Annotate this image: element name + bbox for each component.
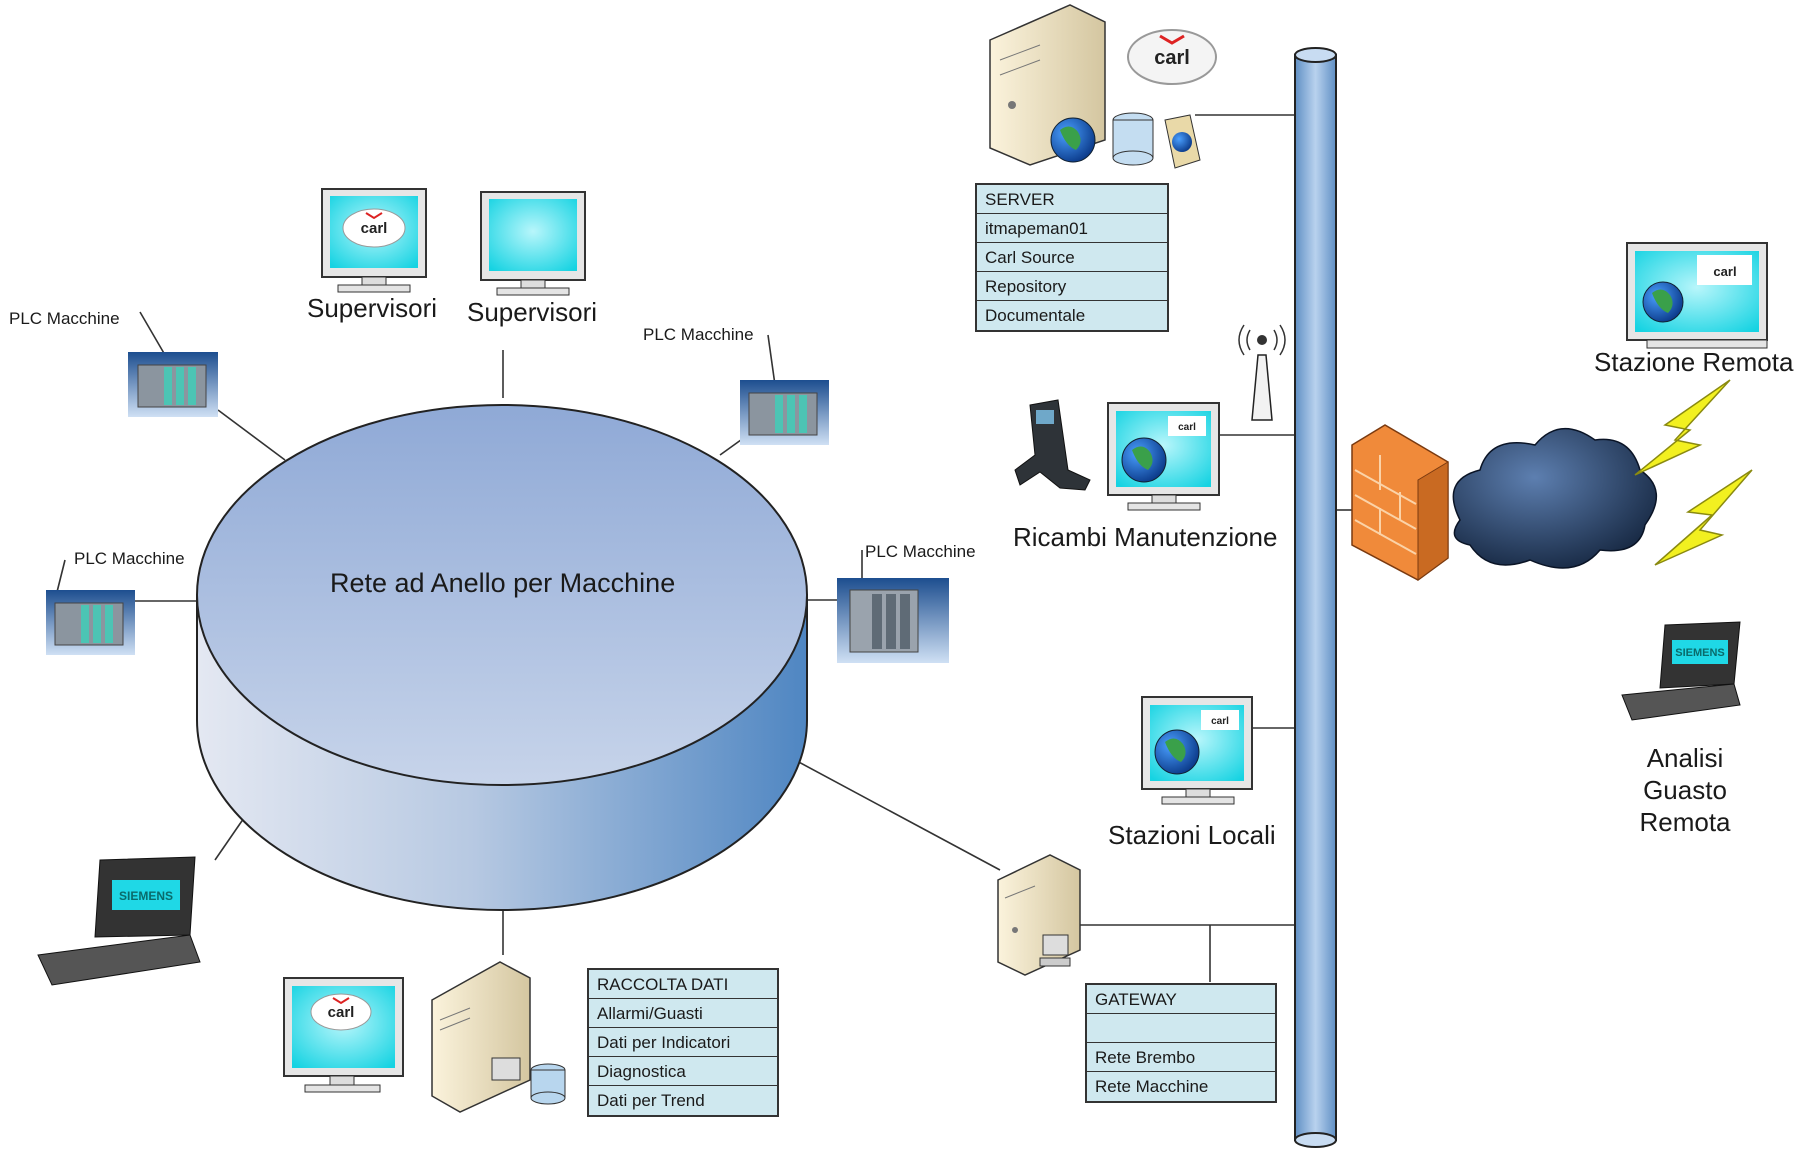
ring-network — [196, 404, 808, 911]
firewall-icon — [1351, 424, 1449, 581]
gateway-table: GATEWAY Rete Brembo Rete Macchine — [1085, 983, 1277, 1103]
handheld-scanner-icon — [1014, 399, 1091, 491]
line-plc-callout-2 — [56, 559, 66, 593]
ricambi-manutenzione-label: Ricambi Manutenzione — [1013, 522, 1278, 552]
plc-device-1 — [128, 352, 218, 417]
supervisor-label-1: Supervisori — [307, 293, 438, 323]
carl-logo-server: carl — [1127, 29, 1217, 85]
internet-cloud-icon — [1452, 427, 1658, 569]
server-table: SERVER itmapeman01 Carl Source Repositor… — [975, 183, 1169, 332]
line-laptop — [214, 814, 247, 861]
analisi-line: Analisi — [1646, 743, 1724, 773]
svg-text:carl: carl — [361, 220, 388, 237]
plc-label-1: PLC Macchine — [9, 309, 120, 328]
raccolta-table-row: Dati per Trend — [597, 1091, 705, 1110]
stazioni-locali-monitor: carl — [1141, 696, 1253, 805]
svg-text:carl: carl — [1211, 716, 1229, 727]
line-plc-callout-3 — [767, 334, 776, 386]
analisi-guasto-remota-label: Analisi Guasto Remota — [1620, 742, 1750, 838]
server-table-row: Documentale — [985, 306, 1086, 325]
gateway-table-row — [1087, 1014, 1275, 1043]
raccolta-table-row: Allarmi/Guasti — [589, 999, 777, 1028]
lightning-icon-2 — [1654, 469, 1753, 566]
line-plc-1 — [217, 409, 286, 461]
carl-logo — [342, 208, 406, 248]
ring-network-label: Rete ad Anello per Macchine — [330, 568, 676, 598]
svg-text:carl: carl — [328, 1004, 355, 1021]
gateway-server — [997, 854, 1081, 976]
svg-text:carl: carl — [1154, 47, 1190, 69]
plc-device-4 — [837, 578, 949, 663]
analisi-line: Remota — [1639, 807, 1731, 837]
siemens-laptop-left: SIEMENS — [37, 856, 201, 986]
analisi-line: Guasto — [1643, 775, 1727, 805]
svg-text:SIEMENS: SIEMENS — [1675, 647, 1725, 659]
network-bus — [1294, 47, 1337, 1148]
plc-label-3: PLC Macchine — [74, 549, 185, 568]
plc-device-2 — [46, 590, 135, 655]
raccolta-table-row: Diagnostica — [589, 1057, 777, 1086]
plc-label-4: PLC Macchine — [865, 542, 976, 561]
main-server — [989, 4, 1201, 169]
stazione-remota-label: Stazione Remota — [1594, 347, 1794, 377]
stazioni-locali-label: Stazioni Locali — [1108, 820, 1276, 850]
raccolta-dati-table: RACCOLTA DATI Allarmi/Guasti Dati per In… — [587, 968, 779, 1117]
antenna-icon — [1238, 324, 1286, 421]
server-table-row: itmapeman01 — [977, 214, 1167, 243]
lightning-icon-1 — [1634, 379, 1731, 476]
line-plc-callout-1 — [139, 311, 166, 356]
siemens-laptop-right: SIEMENS — [1621, 621, 1741, 721]
supervisor-monitor-2 — [480, 191, 586, 296]
gateway-table-row: Rete Macchine — [1095, 1077, 1209, 1096]
server-table-row: Carl Source — [977, 243, 1167, 272]
plc-label-2: PLC Macchine — [643, 325, 754, 344]
server-table-row: SERVER — [977, 185, 1167, 214]
stazione-remota-monitor: carl — [1626, 242, 1768, 349]
gateway-table-row: GATEWAY — [1087, 985, 1275, 1014]
raccolta-server — [431, 961, 566, 1113]
raccolta-table-row: Dati per Indicatori — [589, 1028, 777, 1057]
server-table-row: Repository — [977, 272, 1167, 301]
raccolta-monitor: carl — [283, 977, 404, 1093]
supervisor-monitor-1: carl — [321, 188, 427, 293]
ricambi-monitor: carl — [1107, 402, 1220, 511]
connection-lines — [56, 114, 1352, 982]
svg-text:carl: carl — [1178, 422, 1196, 433]
raccolta-table-row: RACCOLTA DATI — [589, 970, 777, 999]
gateway-table-row: Rete Brembo — [1087, 1043, 1275, 1072]
plc-device-3 — [740, 380, 829, 445]
line-gateway-ring — [794, 759, 1001, 871]
svg-text:SIEMENS: SIEMENS — [119, 889, 173, 903]
supervisor-label-2: Supervisori — [467, 297, 598, 327]
svg-text:carl: carl — [1713, 264, 1736, 279]
